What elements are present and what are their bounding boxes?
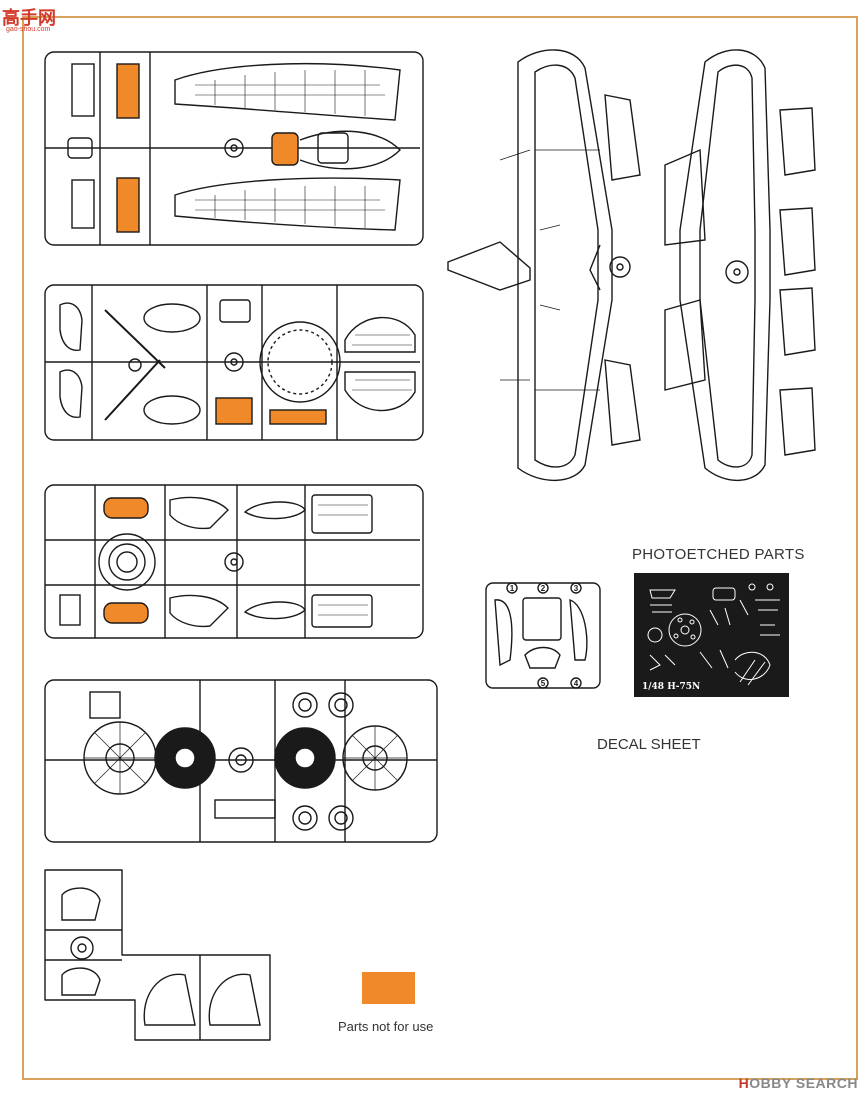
sprue-d xyxy=(44,679,438,843)
pe-scale-label: 1/48 H-75N xyxy=(642,682,700,692)
engine-face-dark xyxy=(274,727,336,789)
engine-face-dark xyxy=(154,727,216,789)
decal-sheet-label: DECAL SHEET xyxy=(597,736,701,753)
sprue-c-not-for-use-part xyxy=(103,602,149,624)
photoetch-sheet-details: 1/48 H-75N xyxy=(634,573,789,697)
clear-part-number: 1 xyxy=(510,584,515,593)
not-for-use-swatch xyxy=(362,972,415,1004)
site-logo-text: 高手网 xyxy=(2,8,56,29)
wing-lower-view xyxy=(447,49,641,482)
photoetched-parts-label: PHOTOETCHED PARTS xyxy=(632,546,805,563)
clear-parts-sprue xyxy=(485,582,601,689)
hobby-search-watermark: HOBBY SEARCH xyxy=(739,1075,858,1091)
engine-face xyxy=(83,721,157,795)
sprue-a-not-for-use-part xyxy=(116,177,140,233)
watermark-prefix: H xyxy=(738,1075,750,1091)
sprue-a xyxy=(44,51,424,246)
sprue-a-part xyxy=(71,63,95,117)
clear-part-number: 3 xyxy=(574,584,579,593)
sprue-a-part xyxy=(71,179,95,229)
fuselage-half-bottom xyxy=(174,177,401,231)
wing-upper-view xyxy=(664,49,816,482)
clear-part-number: 4 xyxy=(574,679,579,688)
fuselage-half-top xyxy=(174,62,401,121)
sprue-c xyxy=(44,484,424,639)
page-frame xyxy=(22,16,858,1080)
sprue-a-not-for-use-part xyxy=(116,63,140,119)
sprue-b-not-for-use-part xyxy=(215,397,253,425)
sprue-e xyxy=(44,869,271,1041)
clear-part-number: 5 xyxy=(541,679,546,688)
engine-face xyxy=(342,725,408,791)
not-for-use-legend: Parts not for use xyxy=(338,1019,434,1034)
clear-part-number: 2 xyxy=(541,584,546,593)
sprue-c-not-for-use-part xyxy=(103,497,149,519)
site-logo-url: gao-shou.com xyxy=(6,26,51,33)
sprue-b-not-for-use-part xyxy=(269,409,327,425)
site-logo: 高手网 gao-shou.com xyxy=(2,4,82,40)
sprue-b xyxy=(44,284,424,441)
watermark-text: OBBY SEARCH xyxy=(749,1075,858,1091)
sprue-a-not-for-use-part xyxy=(271,132,299,166)
